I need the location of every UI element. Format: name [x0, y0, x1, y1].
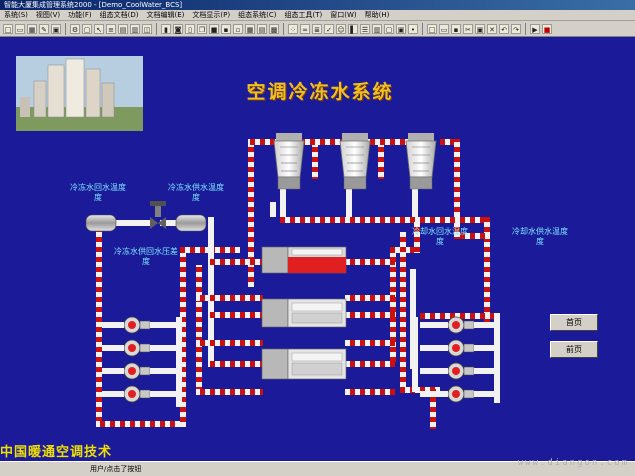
layout-icon[interactable]: ▥: [130, 23, 140, 34]
toolbar-separator: [283, 22, 284, 35]
chiller-2: [261, 298, 347, 328]
bullet-icon[interactable]: •: [408, 23, 418, 34]
watermark: www.diangon.com: [517, 458, 629, 468]
panel-icon[interactable]: ▫: [233, 23, 243, 34]
chilled-water-pipes: [96, 217, 500, 429]
toolbar-separator: [156, 22, 157, 35]
menu-view[interactable]: 视图(V): [35, 11, 61, 19]
window-title: 智能大厦集成管理系统2000 - [Demo_CoolWater_BCS]: [0, 0, 635, 10]
frame-icon[interactable]: ▢: [82, 23, 92, 34]
cooling-tower-1: [273, 133, 305, 190]
folder-icon[interactable]: ▭: [439, 23, 449, 34]
menu-config-doc[interactable]: 组态文档(D): [99, 11, 139, 19]
menu-window[interactable]: 窗口(W): [330, 11, 357, 19]
cooling-tower-2: [339, 133, 371, 190]
link-icon[interactable]: ∞: [300, 23, 310, 34]
cooling-pump-3: [420, 362, 494, 380]
bypass-valve: [150, 201, 166, 229]
menu-help[interactable]: 帮助(H): [364, 11, 390, 19]
align-icon[interactable]: ≣: [312, 23, 322, 34]
stop-icon[interactable]: ■: [542, 23, 552, 34]
screen-title: 空调冷冻水系统: [246, 81, 394, 103]
chart-icon[interactable]: ▮: [161, 23, 171, 34]
previous-page-button[interactable]: 前页: [550, 341, 598, 358]
grid-icon[interactable]: ▦: [27, 23, 37, 34]
open-icon[interactable]: ▭: [15, 23, 25, 34]
undo-icon[interactable]: ↶: [499, 23, 509, 34]
grid-dot-icon[interactable]: ⁘: [288, 23, 298, 34]
menu-doc-display[interactable]: 文档显示(P): [192, 11, 231, 19]
supply-temp-label-left: 冷冻水供水温度度: [168, 183, 224, 202]
water-header-left: [85, 214, 117, 232]
menu-config-system[interactable]: 组态系统(C): [238, 11, 277, 19]
cooling-pump-1: [420, 316, 494, 334]
person-icon[interactable]: ☺: [336, 23, 346, 34]
menu-function[interactable]: 功能(F): [68, 11, 92, 19]
cursor-icon[interactable]: ↖: [94, 23, 104, 34]
pages-icon[interactable]: ▤: [257, 23, 267, 34]
tool-icon[interactable]: ⚙: [70, 23, 80, 34]
square-icon[interactable]: ■: [209, 23, 219, 34]
toolbar-separator: [65, 22, 66, 35]
cut-icon[interactable]: ✂: [463, 23, 473, 34]
paste-icon[interactable]: ▣: [475, 23, 485, 34]
image-icon[interactable]: ▣: [51, 23, 61, 34]
toolbar: □ ▭ ▦ ✎ ▣ ⚙ ▢ ↖ ≡ ▤ ▥ ◫ ▮ ◙ ▯ ❐ ■ ▪ ▫ ▦ …: [0, 21, 635, 37]
building-photo: [16, 56, 143, 131]
overlay-caption: 中国暖通空调技术: [0, 445, 113, 460]
chilled-pump-4: [102, 385, 180, 403]
toolbar-separator: [525, 22, 526, 35]
box-icon[interactable]: ▪: [221, 23, 231, 34]
chilled-pump-1: [102, 316, 180, 334]
status-text: 用户/点击了按钮: [90, 465, 142, 473]
new-file-icon[interactable]: □: [427, 23, 437, 34]
cooling-pump-4: [420, 385, 494, 403]
cells-icon[interactable]: ▦: [245, 23, 255, 34]
hvac-diagram: [16, 56, 500, 429]
status-bar: 用户/点击了按钮: [0, 461, 635, 476]
redo-icon[interactable]: ↷: [511, 23, 521, 34]
bars-icon[interactable]: ▌: [348, 23, 358, 34]
water-header-right: [175, 214, 207, 232]
cooling-return-temp-label: 冷却水回水温度度: [412, 227, 468, 246]
chilled-pump-3: [102, 362, 180, 380]
window-icon[interactable]: ◫: [142, 23, 152, 34]
frame2-icon[interactable]: ▢: [384, 23, 394, 34]
save-icon[interactable]: ▪: [451, 23, 461, 34]
cooling-tower-3: [405, 133, 437, 190]
menu-bar: 系统(S) 视图(V) 功能(F) 组态文档(D) 文档编辑(E) 文档显示(P…: [0, 10, 635, 21]
camera-icon[interactable]: ◙: [173, 23, 183, 34]
stack-icon[interactable]: ☰: [360, 23, 370, 34]
table-icon[interactable]: ▤: [118, 23, 128, 34]
hvac-canvas: 空调冷冻水系统 冷冻水回水温度度 冷冻水供水温度度 冷冻水供回水压差度 冷却水回…: [0, 37, 635, 461]
split-icon[interactable]: ▥: [372, 23, 382, 34]
cooling-pump-2: [420, 339, 494, 357]
new-icon[interactable]: □: [3, 23, 13, 34]
menu-doc-edit[interactable]: 文档编辑(E): [146, 11, 185, 19]
chiller-1: [261, 246, 347, 274]
edit-icon[interactable]: ✎: [39, 23, 49, 34]
home-page-button[interactable]: 首页: [550, 314, 598, 331]
list-icon[interactable]: ≡: [106, 23, 116, 34]
delete-icon[interactable]: ✕: [487, 23, 497, 34]
tiles-icon[interactable]: ▩: [269, 23, 279, 34]
frame3-icon[interactable]: ▣: [396, 23, 406, 34]
pressure-diff-label: 冷冻水供回水压差度: [114, 247, 178, 266]
chiller-3: [261, 348, 347, 380]
toolbar-separator: [422, 22, 423, 35]
return-temp-label-left: 冷冻水回水温度度: [70, 183, 126, 202]
menu-config-tools[interactable]: 组态工具(T): [284, 11, 323, 19]
menu-system[interactable]: 系统(S): [4, 11, 28, 19]
doc-icon[interactable]: ▯: [185, 23, 195, 34]
cooling-supply-temp-label: 冷却水供水温度度: [512, 227, 568, 246]
copy-icon[interactable]: ❐: [197, 23, 207, 34]
chilled-pump-2: [102, 339, 180, 357]
play-icon[interactable]: ▶: [530, 23, 540, 34]
check-icon[interactable]: ✓: [324, 23, 334, 34]
